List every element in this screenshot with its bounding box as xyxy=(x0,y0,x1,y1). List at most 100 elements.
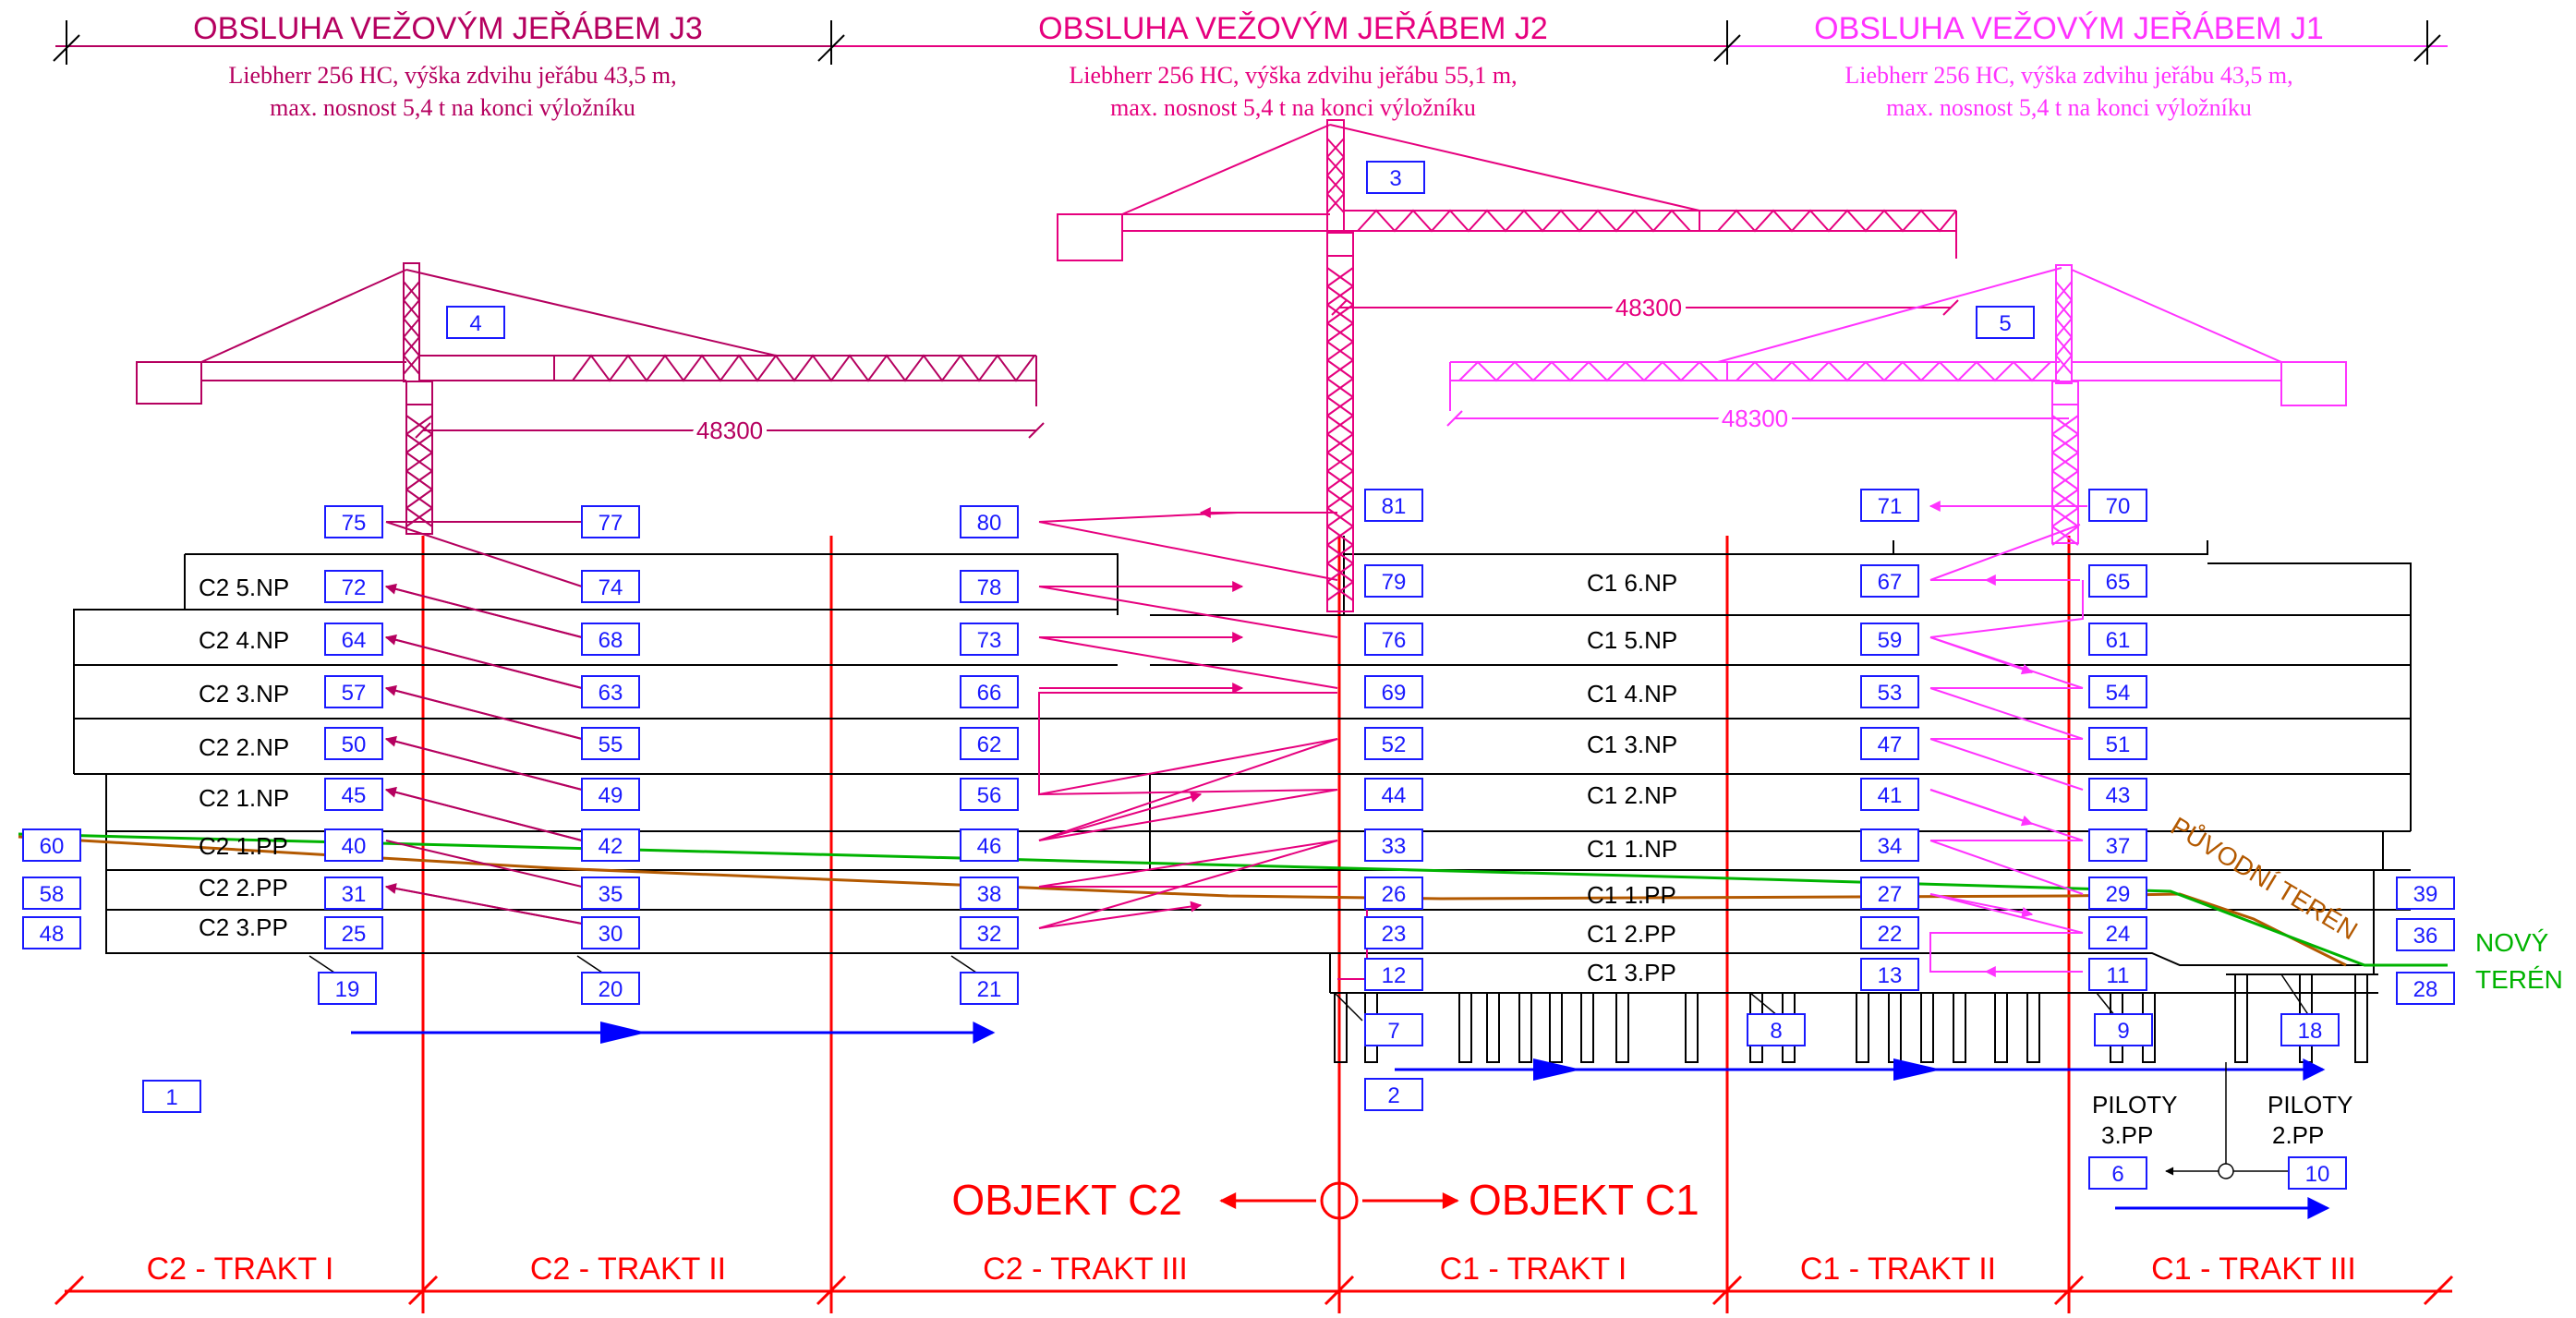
floor-c1-5np: C1 5.NP xyxy=(1587,626,1677,654)
sequence-number-53: 53 xyxy=(1878,681,1903,706)
sequence-box-78 xyxy=(960,570,1019,603)
sequence-box-39 xyxy=(2396,877,2455,910)
new-terrain-label-2: TERÉN xyxy=(2475,965,2563,994)
sequence-number-55: 55 xyxy=(599,732,623,757)
sequence-box-58 xyxy=(22,877,81,910)
sequence-number-44: 44 xyxy=(1382,783,1407,808)
sequence-box-65 xyxy=(2088,564,2147,598)
sequence-box-10 xyxy=(2288,1156,2347,1190)
sequence-number-78: 78 xyxy=(977,575,1002,600)
sequence-number-51: 51 xyxy=(2106,732,2131,757)
sequence-number-34: 34 xyxy=(1878,834,1903,859)
sequence-number-80: 80 xyxy=(977,511,1002,536)
sequence-box-64 xyxy=(324,623,383,656)
sequence-box-9 xyxy=(2094,1013,2153,1046)
sequence-box-40 xyxy=(324,828,383,862)
sequence-box-32 xyxy=(960,916,1019,949)
new-terrain-line xyxy=(18,832,2448,967)
crane-j3-spec-1: Liebherr 256 HC, výška zdvihu jeřábu 43,… xyxy=(228,62,676,89)
sequence-box-28 xyxy=(2396,972,2455,1005)
sequence-box-49 xyxy=(581,778,640,811)
crane-j1-title: OBSLUHA VEŽOVÝM JEŘÁBEM J1 xyxy=(1814,11,2324,46)
tract-c1-1: C1 - TRAKT I xyxy=(1440,1251,1627,1287)
tract-labels: C2 - TRAKT I C2 - TRAKT II C2 - TRAKT II… xyxy=(147,1251,2356,1287)
floor-c2-4np: C2 4.NP xyxy=(199,626,289,654)
crane-j2-spec-1: Liebherr 256 HC, výška zdvihu jeřábu 55,… xyxy=(1069,62,1517,89)
floor-c2-2pp: C2 2.PP xyxy=(199,874,288,901)
sequence-number-45: 45 xyxy=(342,783,367,808)
floor-c2-3pp: C2 3.PP xyxy=(199,913,288,941)
tract-c1-2: C1 - TRAKT II xyxy=(1800,1251,1996,1287)
sequence-number-69: 69 xyxy=(1382,681,1407,706)
sequence-box-69 xyxy=(1364,675,1423,708)
object-c2-label: OBJEKT C2 xyxy=(951,1176,1182,1224)
sequence-box-72 xyxy=(324,570,383,603)
sequence-number-23: 23 xyxy=(1382,922,1407,947)
sequence-number-36: 36 xyxy=(2413,924,2438,949)
sequence-box-41 xyxy=(1860,778,1919,811)
sequence-number-24: 24 xyxy=(2106,922,2131,947)
sequence-box-35 xyxy=(581,877,640,910)
sequence-box-73 xyxy=(960,623,1019,656)
sequence-box-53 xyxy=(1860,675,1919,708)
sequence-number-30: 30 xyxy=(599,922,623,947)
header: OBSLUHA VEŽOVÝM JEŘÁBEM J3 OBSLUHA VEŽOV… xyxy=(53,11,2448,121)
crane-j1[interactable] xyxy=(1446,264,2347,546)
sequence-box-67 xyxy=(1860,564,1919,598)
sequence-box-50 xyxy=(324,727,383,760)
sequence-number-10: 10 xyxy=(2305,1162,2330,1187)
tract-c2-1: C2 - TRAKT I xyxy=(147,1251,334,1287)
tract-c1-3: C1 - TRAKT III xyxy=(2151,1251,2356,1287)
sequence-arrows-j3 xyxy=(384,516,595,925)
sequence-number-60: 60 xyxy=(40,834,65,859)
piles[interactable] xyxy=(1334,973,2378,1063)
crane-j2[interactable] xyxy=(1057,119,1959,612)
sequence-box-11 xyxy=(2088,958,2147,991)
sequence-number-27: 27 xyxy=(1878,882,1903,907)
floor-c1-3pp: C1 3.PP xyxy=(1587,959,1676,986)
grid-ticks xyxy=(54,1275,2454,1306)
sequence-number-40: 40 xyxy=(342,834,367,859)
sequence-number-72: 72 xyxy=(342,575,367,600)
original-terrain-line xyxy=(18,835,2347,967)
sequence-number-63: 63 xyxy=(599,681,623,706)
sequence-number-74: 74 xyxy=(599,575,623,600)
sequence-number-61: 61 xyxy=(2106,628,2131,653)
sequence-box-54 xyxy=(2088,675,2147,708)
sequence-box-81 xyxy=(1364,489,1423,522)
sequence-number-77: 77 xyxy=(599,511,623,536)
sequence-box-37 xyxy=(2088,828,2147,862)
crane-j3-title: OBSLUHA VEŽOVÝM JEŘÁBEM J3 xyxy=(193,11,703,46)
sequence-box-13 xyxy=(1860,958,1919,991)
sequence-number-22: 22 xyxy=(1878,922,1903,947)
tract-c2-2: C2 - TRAKT II xyxy=(530,1251,726,1287)
sequence-box-33 xyxy=(1364,828,1423,862)
sequence-box-27 xyxy=(1860,877,1919,910)
sequence-box-31 xyxy=(324,877,383,910)
floor-c1-6np: C1 6.NP xyxy=(1587,569,1677,597)
sequence-number-25: 25 xyxy=(342,922,367,947)
sequence-box-48 xyxy=(22,916,81,949)
sequence-number-8: 8 xyxy=(1770,1019,1782,1044)
sequence-number-33: 33 xyxy=(1382,834,1407,859)
sequence-number-31: 31 xyxy=(342,882,367,907)
sequence-box-61 xyxy=(2088,623,2147,656)
sequence-number-26: 26 xyxy=(1382,882,1407,907)
sequence-box-62 xyxy=(960,727,1019,760)
sequence-number-20: 20 xyxy=(599,977,623,1002)
sequence-box-8 xyxy=(1747,1013,1806,1046)
sequence-box-59 xyxy=(1860,623,1919,656)
sequence-box-74 xyxy=(581,570,640,603)
sequence-box-51 xyxy=(2088,727,2147,760)
sequence-number-35: 35 xyxy=(599,882,623,907)
crane-j1-spec-2: max. nosnost 5,4 t na konci výložníku xyxy=(1886,94,2252,121)
object-divider-circle xyxy=(1320,1181,1359,1220)
sequence-number-73: 73 xyxy=(977,628,1002,653)
floor-c1-3np: C1 3.NP xyxy=(1587,731,1677,758)
floor-c1-4np: C1 4.NP xyxy=(1587,680,1677,707)
crane-j3[interactable] xyxy=(136,262,1045,535)
crane-j3-number: 4 xyxy=(469,311,481,336)
sequence-box-42 xyxy=(581,828,640,862)
piles-2pp-label-1: PILOTY xyxy=(2268,1091,2352,1118)
sequence-number-52: 52 xyxy=(1382,732,1407,757)
